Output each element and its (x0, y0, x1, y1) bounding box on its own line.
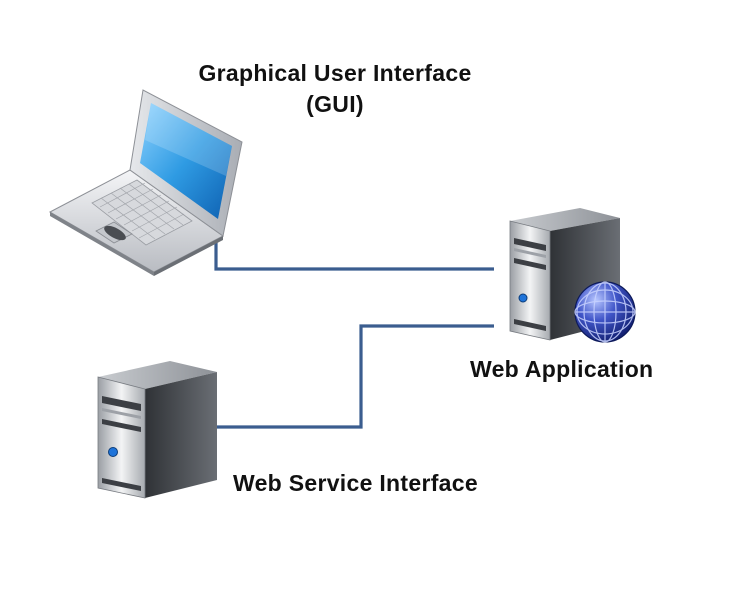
globe-icon (574, 281, 636, 343)
gui-label: Graphical User Interface (GUI) (150, 58, 520, 120)
power-led (108, 447, 118, 457)
gui-label-line2: (GUI) (306, 91, 364, 117)
connector-gui-to-web-app (214, 242, 494, 271)
connector-web-service-to-web-app (216, 324, 494, 429)
web-application-label: Web Application (470, 356, 654, 382)
gui-label-line1: Graphical User Interface (198, 60, 472, 86)
connector-lines (214, 242, 494, 429)
web-service-interface-label: Web Service Interface (233, 470, 478, 496)
server-icon (97, 361, 217, 499)
laptop-icon (48, 89, 243, 276)
power-led (518, 293, 528, 303)
